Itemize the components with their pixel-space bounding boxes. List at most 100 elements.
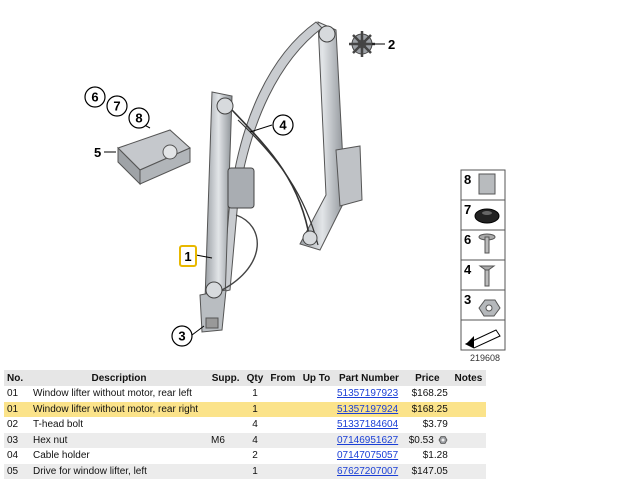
table-row[interactable]: 05 Drive for window lifter, left 1 67627… — [4, 463, 486, 479]
cell-from — [266, 463, 300, 479]
cell-notes — [450, 448, 486, 464]
cell-price: $1.28 — [403, 448, 451, 464]
window-lifter-illustration — [199, 21, 363, 333]
cell-no: 01 — [4, 401, 30, 417]
table-row[interactable]: 04 Cable holder 2 07147075057 $1.28 — [4, 448, 486, 464]
part-number-link[interactable]: 07147075057 — [336, 450, 399, 462]
part-number-link[interactable]: 07146951627 — [336, 434, 399, 446]
callout-7[interactable]: 7 — [106, 95, 128, 117]
cell-qty: 1 — [243, 463, 267, 479]
table-row-selected[interactable]: 01 Window lifter without motor, rear rig… — [4, 401, 486, 417]
cell-up-to — [299, 401, 334, 417]
svg-text:8: 8 — [135, 111, 142, 126]
nut-icon[interactable] — [438, 436, 448, 445]
cell-description: Drive for window lifter, left — [30, 463, 209, 479]
cell-from — [266, 432, 300, 448]
cell-notes — [450, 401, 486, 417]
cell-from — [266, 417, 300, 433]
cell-qty: 4 — [243, 417, 267, 433]
part-number-link[interactable]: 51357197923 — [336, 388, 399, 400]
cell-up-to — [299, 417, 334, 433]
legend-label-7: 7 — [464, 202, 471, 217]
callout-2[interactable]: 2 — [388, 37, 395, 52]
cell-supp — [208, 386, 244, 402]
svg-text:6: 6 — [91, 90, 98, 105]
cell-price: $168.25 — [403, 401, 451, 417]
cell-description: Cable holder — [30, 448, 209, 464]
motor-drive-illustration — [104, 129, 191, 186]
cell-part-number: 67627207007 — [333, 463, 404, 479]
header-price: Price — [403, 370, 451, 386]
cell-part-number: 51357197924 — [333, 401, 404, 417]
cell-supp — [208, 448, 244, 464]
legend-label-6: 6 — [464, 232, 471, 247]
part-number-link[interactable]: 51337184604 — [336, 419, 399, 431]
cell-description: T-head bolt — [30, 417, 209, 433]
cell-notes — [450, 386, 486, 402]
cell-from — [266, 386, 300, 402]
cell-no: 05 — [4, 463, 30, 479]
cell-no: 04 — [4, 448, 30, 464]
table-row[interactable]: 02 T-head bolt 4 51337184604 $3.79 — [4, 417, 486, 433]
price-value: $0.53 — [408, 434, 434, 446]
svg-text:3: 3 — [178, 329, 185, 344]
cell-notes — [450, 417, 486, 433]
legend-label-4: 4 — [464, 262, 472, 277]
cell-supp — [208, 401, 244, 417]
cell-notes — [450, 432, 486, 448]
parts-diagram: 6 7 8 4 3 1 2 5 8 7 6 4 3 — [84, 21, 506, 363]
cell-up-to — [299, 386, 334, 402]
callout-8[interactable]: 8 — [128, 107, 150, 129]
cell-qty: 1 — [243, 386, 267, 402]
header-description: Description — [30, 370, 209, 386]
cell-from — [266, 448, 300, 464]
table-header-row: No. Description Supp. Qty From Up To Par… — [4, 370, 486, 386]
svg-text:2: 2 — [388, 37, 395, 52]
callout-1-highlighted[interactable]: 1 — [179, 245, 197, 267]
cell-up-to — [299, 463, 334, 479]
header-part-number: Part Number — [333, 370, 404, 386]
gear-part-illustration — [349, 31, 385, 57]
cell-part-number: 07146951627 — [333, 432, 404, 448]
cell-from — [266, 401, 300, 417]
cell-price: $147.05 — [403, 463, 451, 479]
part-number-link[interactable]: 51357197924 — [336, 403, 399, 415]
cell-no: 01 — [4, 386, 30, 402]
table-row[interactable]: 03 Hex nut M6 4 07146951627 $0.53 — [4, 432, 486, 448]
table-row[interactable]: 01 Window lifter without motor, rear lef… — [4, 386, 486, 402]
header-qty: Qty — [243, 370, 267, 386]
cell-no: 03 — [4, 432, 30, 448]
cell-description: Window lifter without motor, rear right — [30, 401, 209, 417]
cell-supp — [208, 417, 244, 433]
cell-price: $0.53 — [403, 432, 451, 448]
header-supp: Supp. — [208, 370, 244, 386]
cell-up-to — [299, 448, 334, 464]
callout-3[interactable]: 3 — [171, 325, 193, 347]
cell-qty: 1 — [243, 401, 267, 417]
svg-text:7: 7 — [113, 99, 120, 114]
cell-qty: 2 — [243, 448, 267, 464]
cell-notes — [450, 463, 486, 479]
diagram-reference-number: 219608 — [470, 353, 500, 363]
svg-text:4: 4 — [279, 118, 287, 133]
header-no: No. — [4, 370, 30, 386]
header-up-to: Up To — [299, 370, 334, 386]
part-number-link[interactable]: 67627207007 — [336, 465, 399, 477]
cell-up-to — [299, 432, 334, 448]
cell-supp: M6 — [208, 432, 244, 448]
header-notes: Notes — [450, 370, 486, 386]
cell-part-number: 51357197923 — [333, 386, 404, 402]
cell-part-number: 07147075057 — [333, 448, 404, 464]
small-parts-legend: 8 7 6 4 3 — [460, 169, 506, 351]
cell-description: Hex nut — [30, 432, 209, 448]
callout-5[interactable]: 5 — [94, 145, 101, 160]
header-from: From — [266, 370, 300, 386]
cell-no: 02 — [4, 417, 30, 433]
svg-text:1: 1 — [184, 249, 191, 264]
cell-part-number: 51337184604 — [333, 417, 404, 433]
callout-6[interactable]: 6 — [84, 86, 106, 108]
svg-text:5: 5 — [94, 145, 101, 160]
cell-price: $168.25 — [403, 386, 451, 402]
cell-price: $3.79 — [403, 417, 451, 433]
callout-4[interactable]: 4 — [272, 114, 294, 136]
